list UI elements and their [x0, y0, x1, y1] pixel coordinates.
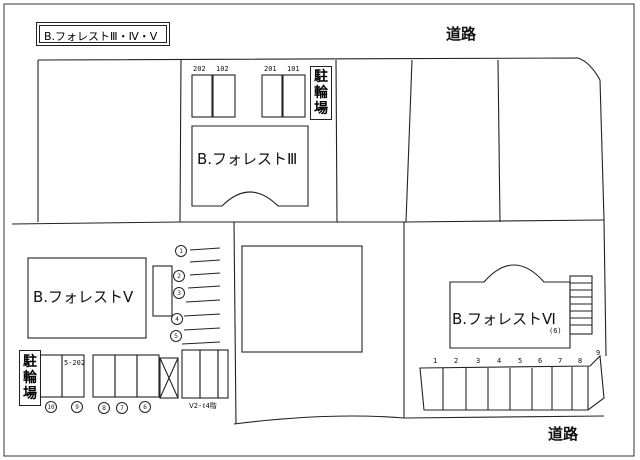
- road-label-top: 道路: [446, 25, 477, 43]
- room-number: 8: [98, 402, 110, 414]
- bike-parking-char: 駐: [314, 69, 328, 85]
- lot-divider: [179, 59, 182, 223]
- parking-number: 5: [170, 330, 182, 342]
- parking-number: 2: [173, 270, 185, 282]
- parking-line: [185, 299, 221, 303]
- parking-number: 1: [433, 357, 438, 365]
- page-frame: [3, 3, 635, 457]
- parking-number: 6: [538, 357, 543, 365]
- parking-number: 1: [175, 245, 187, 257]
- lot-divider: [335, 59, 338, 223]
- building-forest6-sub: (6): [549, 327, 562, 335]
- bike-box: [217, 349, 229, 399]
- building-forest5-label: B.フォレストⅤ: [33, 288, 134, 306]
- cross-line: [159, 357, 179, 399]
- parking-number: 9: [596, 349, 601, 357]
- parking-line: [189, 247, 221, 251]
- parking-line: [183, 327, 221, 331]
- room-number: 9: [71, 401, 83, 413]
- room-label-5202: 5-202: [64, 359, 86, 367]
- crossed-box: [159, 357, 179, 399]
- bike-box: [199, 349, 219, 399]
- lot-divider-middle: [11, 219, 605, 225]
- room-box: [61, 354, 85, 398]
- building-forest5-outline: [27, 257, 147, 339]
- parking-line: [189, 272, 221, 276]
- parking-number: 3: [476, 357, 481, 365]
- building-forest6-outline: [449, 264, 571, 349]
- parking-row-right: [419, 354, 605, 411]
- room-label: 202: [193, 65, 206, 73]
- bike-parking-char: 輪: [23, 370, 37, 386]
- parking-line: [181, 341, 221, 345]
- room-box: [39, 354, 63, 398]
- room-box: [114, 354, 138, 398]
- road-label-bottom: 道路: [548, 425, 579, 443]
- room-label: 101: [287, 65, 300, 73]
- bike-parking-char: 輪: [314, 85, 328, 101]
- title-box: B.フォレストⅢ・Ⅳ・Ⅴ: [36, 22, 170, 46]
- parking-number: 5: [518, 357, 523, 365]
- parking-line: [189, 259, 221, 263]
- bike-parking-top: 駐 輪 場: [310, 66, 332, 120]
- parking-box-202: [191, 74, 213, 118]
- bike-box: [181, 349, 201, 399]
- storage-box: [152, 265, 173, 317]
- parking-number: 4: [171, 313, 183, 325]
- room-number: 7: [116, 402, 128, 414]
- building-forest3-outline: [191, 125, 309, 207]
- parking-number: 7: [558, 357, 563, 365]
- room-label: 201: [264, 65, 277, 73]
- parking-number: 8: [578, 357, 583, 365]
- lot-edge-right-lower: [603, 219, 607, 357]
- bike-parking-bottom: 駐 輪 場: [19, 350, 41, 406]
- center-lot: [241, 245, 363, 353]
- parking-box-102: [212, 74, 236, 118]
- room-label: 102: [216, 65, 229, 73]
- parking-line: [187, 285, 221, 289]
- parking-number: 4: [497, 357, 502, 365]
- lot-divider: [497, 59, 501, 223]
- building-forest3-label: B.フォレストⅢ: [197, 150, 298, 168]
- lot-divider: [233, 221, 237, 425]
- stairs: [569, 275, 593, 335]
- parking-number: 2: [454, 357, 459, 365]
- title-text: B.フォレストⅢ・Ⅳ・Ⅴ: [44, 30, 158, 43]
- building-forest6-label: B.フォレストⅥ: [452, 310, 556, 328]
- road-edge-top: [37, 57, 601, 81]
- room-box: [136, 354, 160, 398]
- bike-parking-char: 駐: [23, 354, 37, 370]
- parking-line: [183, 313, 221, 317]
- room-number: 6: [139, 401, 151, 413]
- room-number: 10: [45, 401, 57, 413]
- lot-divider: [405, 59, 413, 223]
- lot-edge-right-upper: [599, 79, 605, 221]
- bike-area-label: Ⅴ2-ℓ4階: [189, 402, 217, 410]
- road-edge-bottom: [233, 415, 605, 425]
- bike-parking-char: 場: [314, 101, 328, 117]
- bike-parking-char: 場: [23, 386, 37, 402]
- room-box: [92, 354, 116, 398]
- parking-box-101: [282, 74, 306, 118]
- parking-box-201: [261, 74, 283, 118]
- parking-number: 3: [173, 287, 185, 299]
